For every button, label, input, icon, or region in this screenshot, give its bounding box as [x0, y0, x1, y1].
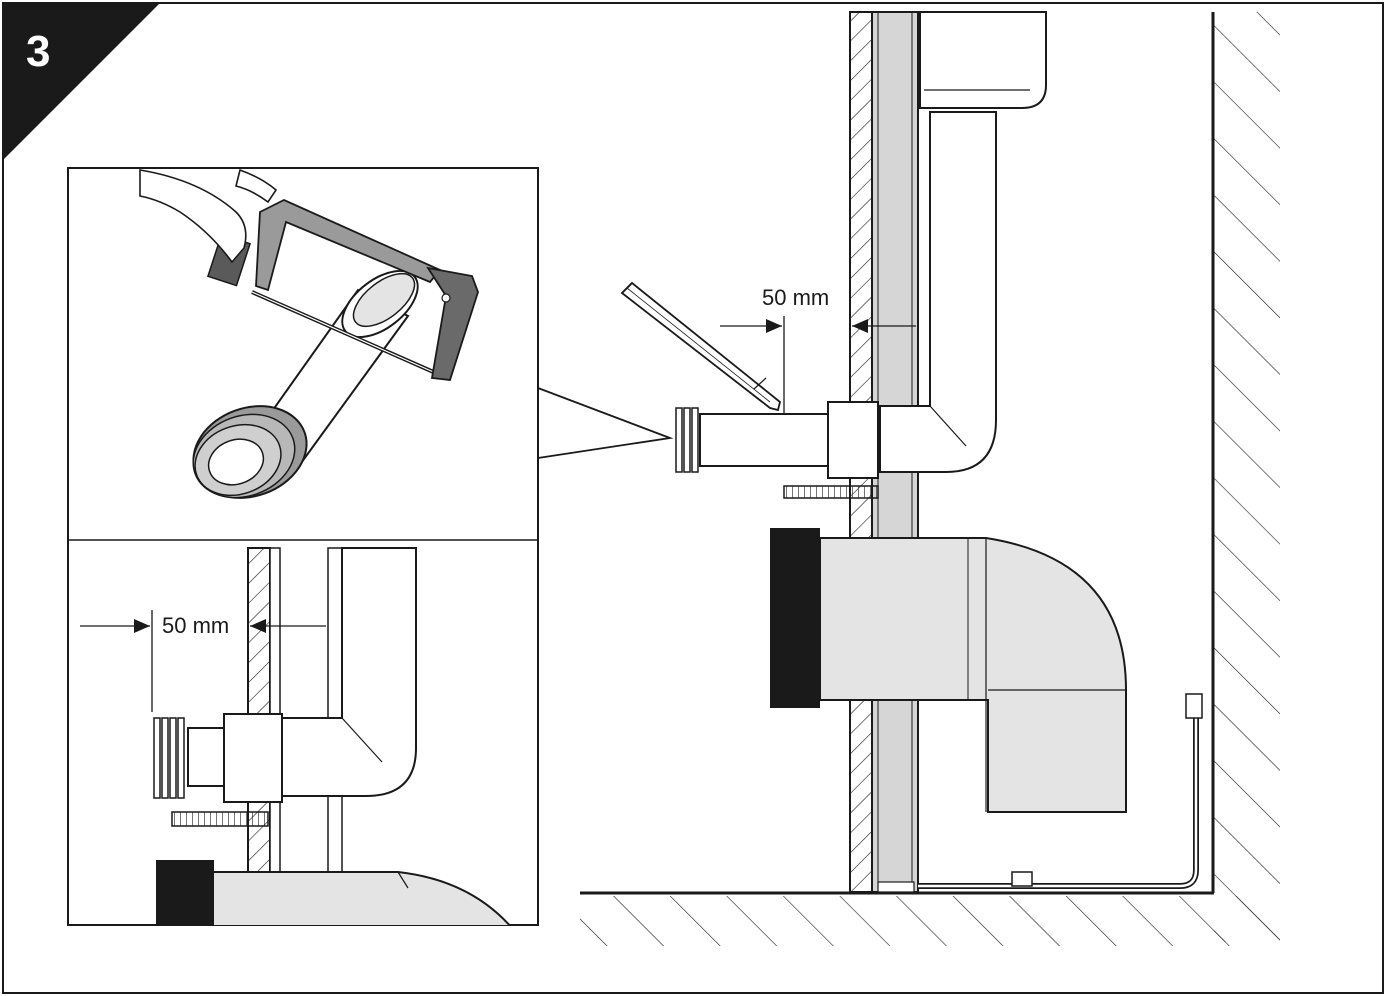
main-dimension: 50 mm	[720, 285, 916, 414]
inset-measurement-detail: 50 mm	[80, 547, 511, 925]
flush-spigot	[699, 413, 829, 467]
main-view: 50 mm	[580, 11, 1280, 946]
inset-drain-seal	[156, 860, 214, 925]
inset-connector	[223, 713, 283, 803]
right-wall-hatch	[1214, 12, 1280, 942]
cistern-tank	[919, 11, 1047, 109]
flush-pipe	[879, 111, 997, 473]
pencil-icon	[620, 281, 782, 412]
flush-seal-rings	[675, 407, 699, 473]
inset-dimension: 50 mm	[80, 610, 326, 712]
hacksaw-detail	[139, 168, 479, 499]
inset-seal-rings	[153, 717, 185, 799]
hand-outline	[139, 168, 278, 264]
inset-dimension-label: 50 mm	[162, 613, 229, 638]
threaded-rod	[783, 485, 879, 499]
drain-seal	[770, 528, 820, 708]
main-dimension-label: 50 mm	[762, 285, 829, 310]
inset-threaded-rod	[171, 811, 269, 827]
callout-leader	[537, 387, 674, 459]
step-number: 3	[26, 27, 50, 76]
floor-hatch	[580, 896, 1280, 946]
step-badge: 3	[3, 3, 160, 160]
flush-connector	[827, 401, 879, 479]
seal-ring-end	[192, 405, 308, 499]
drain-bend	[819, 537, 1127, 813]
inset-drain	[211, 871, 511, 925]
